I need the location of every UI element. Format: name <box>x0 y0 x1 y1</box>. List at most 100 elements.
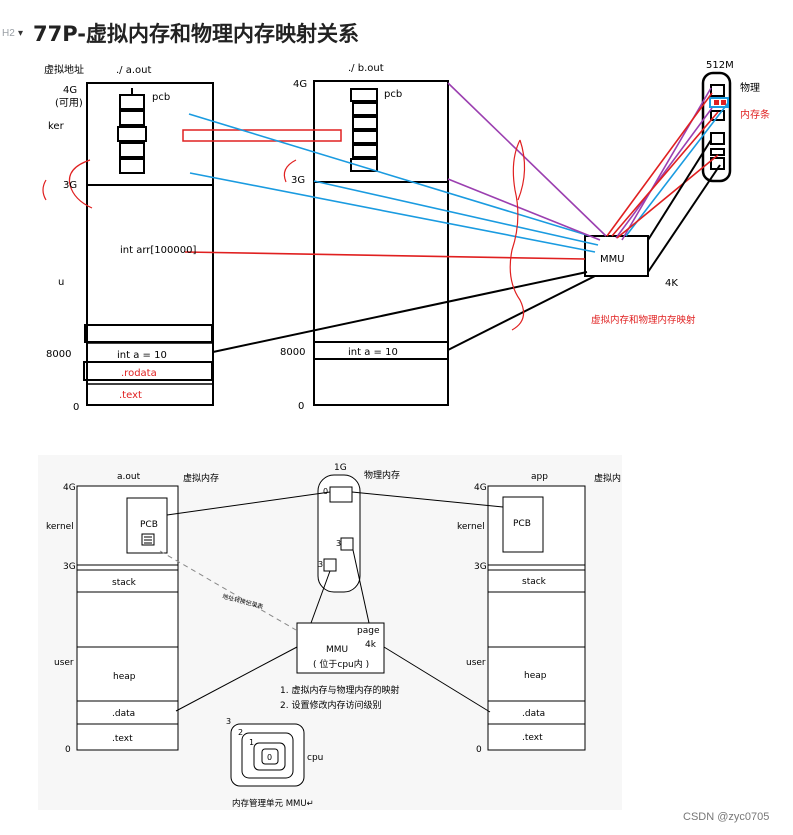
b-app-label: app <box>531 472 548 482</box>
b-aout-label: a.out <box>117 472 141 482</box>
black-mapping-lines <box>212 139 721 353</box>
bout-label: ./ b.out <box>348 63 384 74</box>
vaddr-label: 虚拟地址 <box>44 63 84 76</box>
bout-int-a-label: int a = 10 <box>348 347 398 358</box>
b-mmu-label: MMU <box>326 645 348 655</box>
blue-mapping-lines <box>188 102 729 253</box>
red-mapping-lines <box>184 92 719 260</box>
bout-4g-label: 4G <box>293 79 307 90</box>
aout-u-label: u <box>58 277 64 288</box>
b-vmem-label-right: 虚拟内 <box>594 472 621 484</box>
watermark: CSDN @zyc0705 <box>683 811 770 823</box>
cpu-ring-2 <box>241 732 294 779</box>
aout-rodata-segment <box>83 361 213 381</box>
b-note1: 1. 虚拟内存与物理内存的映射 <box>280 684 399 696</box>
b-1g-label: 1G <box>334 463 347 473</box>
bottom-app-pcb-box <box>502 496 544 553</box>
physical-memory-stick <box>701 71 732 183</box>
cpu-ring-0 <box>261 748 279 765</box>
b-text-right: .text <box>522 733 543 743</box>
ring1-label: 1 <box>249 738 254 747</box>
ring3-label: 3 <box>226 717 231 726</box>
aout-usable-label: (可用) <box>55 98 83 109</box>
aout-rodata-label: .rodata <box>121 368 157 379</box>
memory-stick-label: 内存条 <box>740 108 770 121</box>
b-note2: 2. 设置修改内存访问级别 <box>280 699 381 711</box>
b-0-left: 0 <box>65 745 71 755</box>
physical-label: 物理 <box>740 81 760 94</box>
b-pcb-right: PCB <box>513 519 531 529</box>
aout-0-label: 0 <box>73 402 79 413</box>
b-4k-label: 4k <box>365 640 377 650</box>
cpu-ring-1 <box>253 742 286 771</box>
collapse-caret-icon[interactable]: ▾ <box>18 28 24 39</box>
b-kernel-left: kernel <box>46 522 74 532</box>
b-heap-right: heap <box>524 671 547 681</box>
b-stack-right: stack <box>522 577 547 587</box>
bout-memory-box <box>313 80 449 406</box>
red-hand-annotations <box>42 139 526 331</box>
b-stack-left: stack <box>112 578 137 588</box>
aout-int-a-label: int a = 10 <box>117 350 167 361</box>
aout-3g-label: 3G <box>63 180 77 191</box>
aout-blank-segment <box>84 324 213 343</box>
top-mmu-box <box>584 235 649 277</box>
b-user-right: user <box>466 658 486 668</box>
b-data-right: .data <box>522 709 545 719</box>
document-heading: H2 ▾ 77P-虚拟内存和物理内存映射关系 <box>0 0 793 50</box>
heading-level-tag: H2 <box>2 28 15 39</box>
cpu-label: cpu <box>307 753 323 763</box>
aout-label: ./ a.out <box>116 65 151 76</box>
page-title: 77P-虚拟内存和物理内存映射关系 <box>33 22 359 46</box>
top-mmu-label: MMU <box>600 254 625 265</box>
aout-4g-label: 4G <box>63 85 77 96</box>
b-page0-label: 0 <box>323 487 328 496</box>
top-diagram: 虚拟地址 ./ a.out ./ b.out 4G (可用) ker 3G u … <box>42 60 770 413</box>
b-3g-right: 3G <box>474 562 487 572</box>
bout-3g-label: 3G <box>291 175 305 186</box>
aout-arr-label: int arr[100000] <box>120 245 196 256</box>
b-page-label: page <box>357 626 380 636</box>
aout-ker-label: ker <box>48 121 65 132</box>
b-page3a-label: 3 <box>336 539 341 548</box>
bout-8000-label: 8000 <box>280 347 305 358</box>
mapping-note: 虚拟内存和物理内存映射 <box>591 314 696 326</box>
b-page3b-label: 3 <box>318 560 323 569</box>
phys-page-0 <box>329 486 353 503</box>
aout-8000-label: 8000 <box>46 349 71 360</box>
b-4g-left: 4G <box>63 483 76 493</box>
b-pmem-label: 物理内存 <box>364 469 400 481</box>
physical-pages <box>710 84 725 170</box>
phys-page-3b <box>323 558 337 572</box>
bottom-mmu-box <box>296 622 385 674</box>
memory-512m-label: 512M <box>706 60 734 71</box>
b-user-left: user <box>54 658 74 668</box>
b-4g-right: 4G <box>474 483 487 493</box>
b-text-left: .text <box>112 734 133 744</box>
mmu-caption: 内存管理单元 MMU↵ <box>232 798 314 809</box>
b-vmem-label-left: 虚拟内存 <box>183 472 219 484</box>
b-heap-left: heap <box>113 672 136 682</box>
b-0-right: 0 <box>476 745 482 755</box>
phys-page-3a <box>340 537 354 551</box>
ring0-label: 0 <box>267 753 272 762</box>
bout-int-segment <box>313 341 449 360</box>
bout-pcb-stack <box>350 88 378 172</box>
bottom-mapping-lines <box>166 491 504 713</box>
aout-text-label: .text <box>119 390 142 401</box>
aout-memory-box <box>86 82 214 406</box>
b-kernel-right: kernel <box>457 522 485 532</box>
top-4k-label: 4K <box>665 278 678 289</box>
b-3g-left: 3G <box>63 562 76 572</box>
b-pcb-left: PCB <box>140 520 158 530</box>
red-highlight-box <box>182 129 342 142</box>
aout-pcb-stack <box>117 94 147 174</box>
bout-pcb-label: pcb <box>384 89 402 100</box>
ring2-label: 2 <box>238 728 243 737</box>
bout-0-label: 0 <box>298 401 304 412</box>
cpu-ring-3 <box>230 723 305 787</box>
b-data-left: .data <box>112 709 135 719</box>
aout-pcb-label: pcb <box>152 92 170 103</box>
b-in-cpu-label: ( 位于cpu内 ) <box>313 658 369 670</box>
